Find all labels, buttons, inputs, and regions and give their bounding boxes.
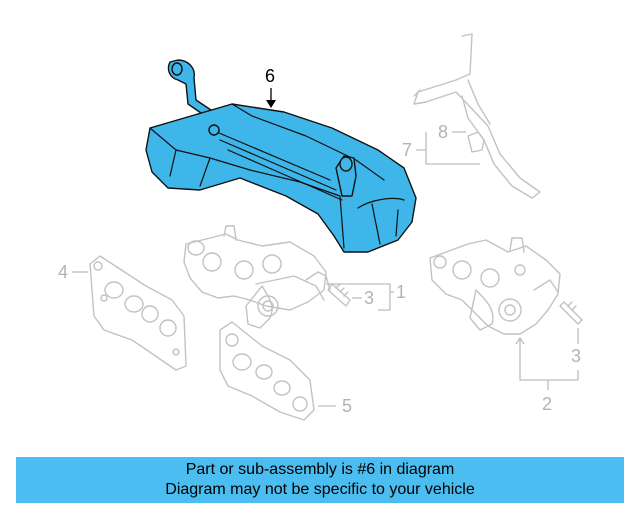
- svg-text:6: 6: [265, 66, 275, 86]
- svg-text:2: 2: [542, 394, 552, 414]
- callout-7: 7: [402, 132, 480, 165]
- clip-part-8: [467, 131, 485, 153]
- exhaust-manifold-left: [183, 225, 331, 329]
- svg-text:3: 3: [364, 288, 374, 308]
- callout-5: 5: [318, 396, 352, 416]
- svg-text:3: 3: [571, 346, 581, 366]
- gasket-part-4: [89, 255, 187, 371]
- stud-part-3-left: [327, 283, 351, 307]
- callout-3-left: 3: [352, 288, 374, 308]
- exhaust-manifold-right: [429, 237, 561, 335]
- svg-text:1: 1: [396, 282, 406, 302]
- banner-line-2: Diagram may not be specific to your vehi…: [165, 481, 475, 498]
- stud-part-3-right: [559, 301, 583, 325]
- callout-1: 1: [326, 282, 406, 311]
- banner-line-1: Part or sub-assembly is #6 in diagram: [185, 461, 455, 478]
- callout-2: 2: [515, 336, 579, 414]
- callout-4: 4: [58, 262, 88, 282]
- info-banner: Part or sub-assembly is #6 in diagram Di…: [16, 457, 624, 503]
- svg-text:5: 5: [342, 396, 352, 416]
- callout-8: 8: [438, 122, 466, 142]
- callout-6: 6: [265, 66, 276, 108]
- bracket-part-7: [413, 33, 541, 199]
- callout-3-right: 3: [571, 328, 581, 366]
- svg-text:4: 4: [58, 262, 68, 282]
- heat-shield-part-6[interactable]: [145, 59, 417, 253]
- svg-text:8: 8: [438, 122, 448, 142]
- svg-text:7: 7: [402, 140, 412, 160]
- gasket-part-5: [219, 321, 315, 421]
